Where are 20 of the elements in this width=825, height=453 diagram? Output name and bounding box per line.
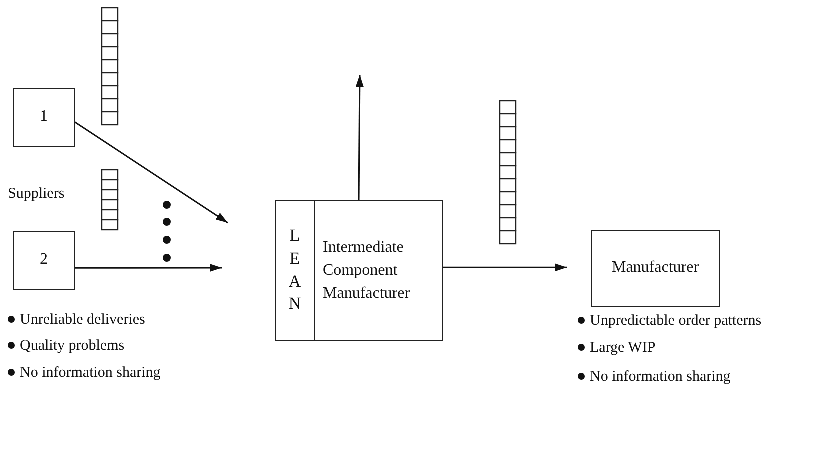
- bullet-item: Unpredictable order patterns: [578, 313, 762, 330]
- vertical-label: LEAN: [288, 224, 302, 316]
- box-label: 1: [40, 107, 48, 128]
- group-label: Suppliers: [8, 186, 65, 203]
- arrow: [356, 75, 364, 200]
- bullet-item: Quality problems: [8, 338, 125, 355]
- box-label: Manufacturer: [612, 258, 700, 278]
- bullet-item: No information sharing: [578, 369, 731, 386]
- process-box: [275, 200, 443, 341]
- bullet-item: No information sharing: [8, 365, 161, 382]
- arrow: [75, 264, 222, 272]
- bullet-item: Large WIP: [578, 340, 656, 357]
- process-box: [13, 231, 75, 290]
- bullet-item: Unreliable deliveries: [8, 312, 146, 329]
- process-box: [13, 88, 75, 147]
- box-label: 2: [40, 250, 48, 270]
- box-label: Intermediate Component Manufacturer: [323, 238, 412, 304]
- arrow: [443, 264, 567, 272]
- process-box: [591, 230, 720, 307]
- arrow: [74, 122, 228, 224]
